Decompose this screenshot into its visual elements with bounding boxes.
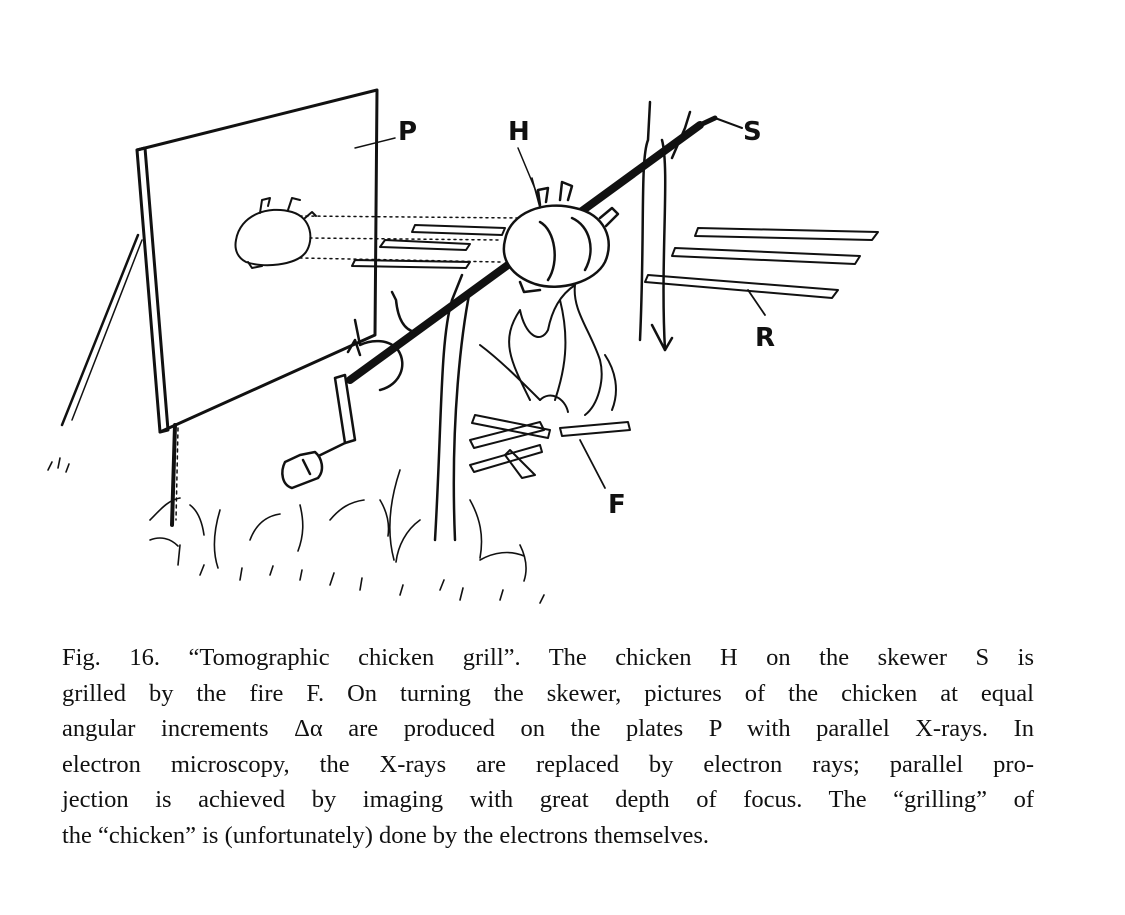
plate-p xyxy=(60,88,379,527)
crank-handle xyxy=(281,373,357,490)
caption-line-4: electron microscopy, the X-rays are repl… xyxy=(62,750,1034,778)
caption-line-3: angular increments Δα are produced on th… xyxy=(62,715,1034,742)
caption-line-2: grilled by the fire F. On turning the sk… xyxy=(62,679,1034,707)
leader-lines xyxy=(354,137,539,197)
ray-arrows-right xyxy=(644,227,879,316)
left-post xyxy=(346,273,472,542)
label-rays: R xyxy=(755,323,776,353)
fire-f xyxy=(469,284,631,489)
right-post xyxy=(638,100,692,352)
caption-line-1: Fig. 16. “Tomographic chicken grill”. Th… xyxy=(62,644,1034,671)
label-plate: P xyxy=(398,117,418,147)
label-skewer: S xyxy=(743,117,762,147)
ground-grass xyxy=(47,457,545,604)
rays-left xyxy=(299,215,521,263)
caption-line-6: the “chicken” is (unfortunately) done by… xyxy=(62,821,709,849)
ray-arrows-left xyxy=(351,224,506,269)
label-fire: F xyxy=(608,490,626,520)
label-chicken: H xyxy=(508,117,530,147)
figure-caption: Fig. 16. “Tomographic chicken grill”. Th… xyxy=(62,640,1034,853)
tomographic-chicken-grill-illustration: P H S R F xyxy=(47,88,879,604)
grill-drawing xyxy=(47,88,879,604)
caption-line-5: jection is achieved by imaging with grea… xyxy=(62,786,1034,813)
